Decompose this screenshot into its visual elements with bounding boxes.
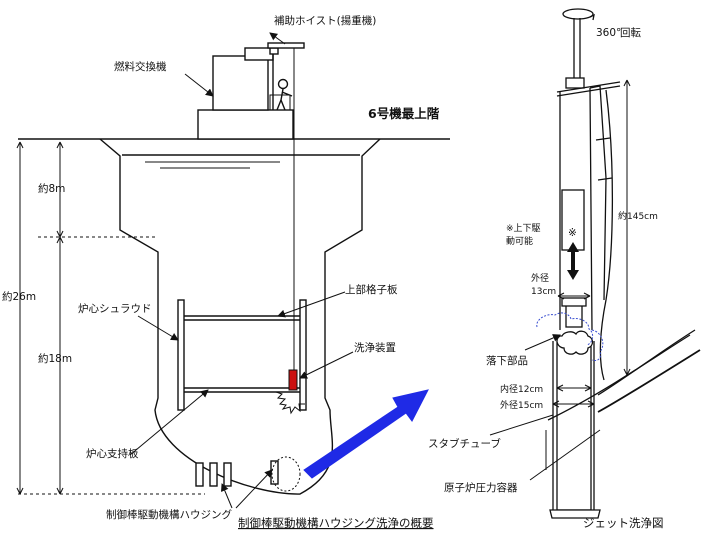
crd-housing-detail [556, 339, 592, 511]
cleaning-tube [559, 87, 593, 331]
vessel-outline [99, 138, 381, 495]
top-crossbar [556, 81, 621, 93]
rotation-icon [562, 8, 594, 20]
hoist-label: 補助ホイスト(揚重機) [274, 14, 376, 27]
jet-spray-icon [275, 391, 305, 415]
dim-18m-label: 約18m [38, 352, 72, 365]
dim-26m-label: 約26m [2, 290, 36, 303]
rotation-label: 回転 [620, 27, 641, 39]
core-plate-label: 炉心支持板 [86, 447, 139, 460]
crd-housing-4 [270, 460, 279, 485]
up-down-arrow-icon [567, 242, 579, 280]
shroud-wall-right [299, 299, 307, 411]
cleaning-device [288, 369, 298, 391]
crd-housing-3 [223, 462, 232, 487]
crd-housing-2 [209, 462, 218, 487]
od15-label: 外径15cm [500, 399, 543, 411]
fuel-machine-label: 燃料交換機 [114, 60, 167, 73]
jet-cleaning-detail [489, 8, 701, 519]
leader-lines [129, 32, 354, 509]
right-caption: ジェット洗浄図 [583, 516, 664, 530]
movable-note-2: 動可能 [506, 235, 533, 247]
cleaner-label: 洗浄装置 [354, 341, 396, 354]
shroud-wall-left [177, 299, 185, 411]
od13-label-2: 13cm [531, 287, 556, 297]
od13-label-1: 外径 [531, 272, 549, 284]
id12-label: 内径12cm [500, 383, 543, 395]
left-caption: 制御棒駆動機構ハウジング洗浄の概要 [238, 516, 434, 530]
crd-housing-1 [195, 462, 204, 487]
hoist [267, 42, 305, 49]
dim-145cm-label: 約145cm [618, 210, 658, 222]
stub-tube-label: スタブチューブ [428, 437, 501, 450]
fallen-part [556, 330, 594, 355]
machine-base [197, 109, 294, 140]
crd-housing-label: 制御棒駆動機構ハウジング [106, 508, 232, 521]
fallen-part-label: 落下部品 [486, 354, 528, 367]
shroud-label: 炉心シュラウド [78, 303, 152, 315]
movable-mark: ※ [568, 227, 577, 239]
rotation-deg-label: 360° [596, 27, 621, 39]
movable-note-1: ※上下駆 [506, 223, 541, 234]
upper-grid-label: 上部格子板 [345, 283, 398, 296]
rpv-label: 原子炉圧力容器 [444, 481, 518, 494]
nozzle [565, 304, 583, 328]
dim-8m-label: 約8m [38, 182, 65, 195]
fuel-exchange-machine [212, 55, 269, 111]
top-floor-label: 6号機最上階 [368, 106, 440, 121]
direction-arrow [303, 389, 429, 479]
